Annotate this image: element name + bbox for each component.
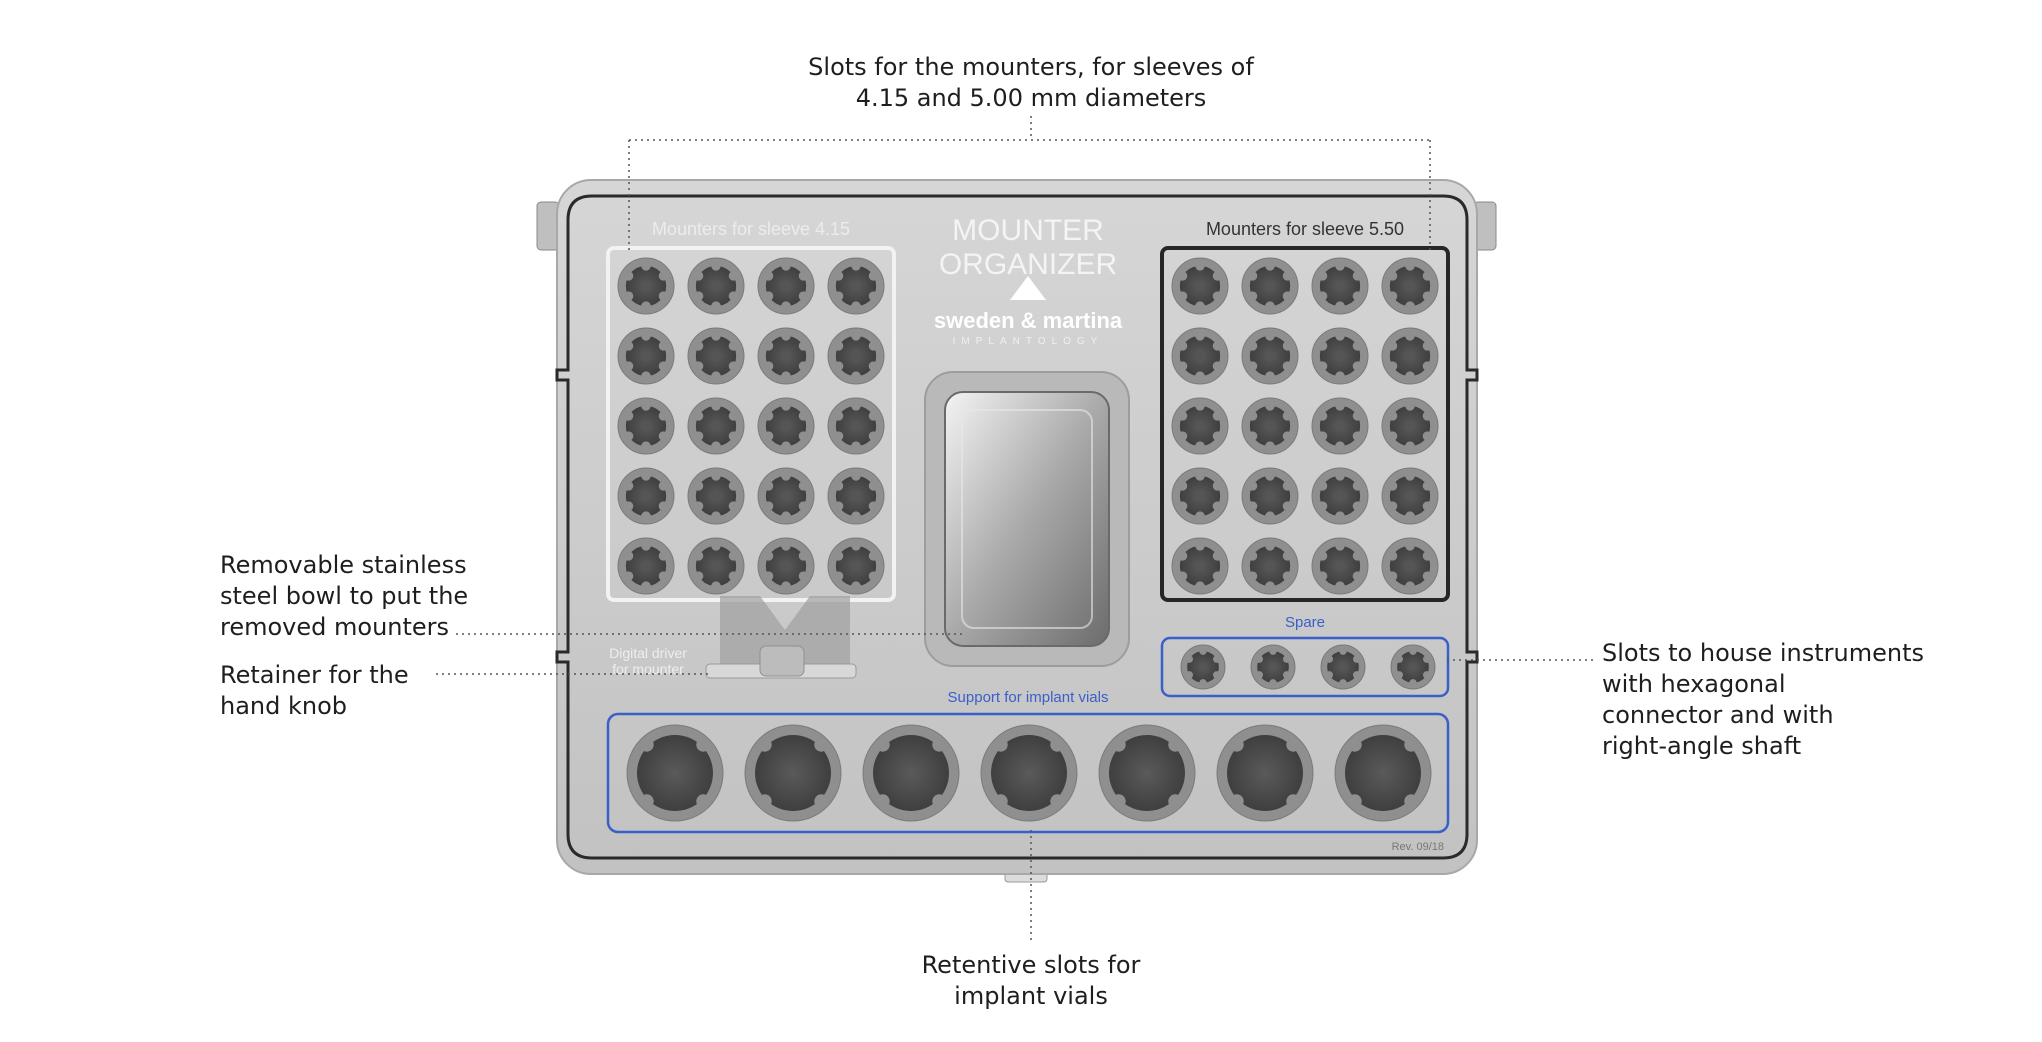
mounter-slot-5-50 [1171, 327, 1229, 385]
mounter-slot-5-50 [1241, 537, 1299, 595]
callout-bowl-line-1: Removable stainless [220, 551, 467, 579]
vials-label: Support for implant vials [948, 689, 1109, 706]
callout-mounter-slots-line-1: Slots for the mounters, for sleeves of [808, 53, 1254, 81]
spare-panel-frame [1160, 636, 1450, 698]
brand-name: sweden & martina [934, 308, 1123, 333]
vial-slot [1216, 724, 1314, 822]
right-mounter-panel-frame [1160, 246, 1450, 602]
mounter-slot-4-15 [617, 537, 675, 595]
callout-retainer-line-1: Retainer for the [220, 661, 409, 689]
mounter-slot-4-15 [827, 257, 885, 315]
callout-bowl-line-2: steel bowl to put the [220, 582, 469, 610]
mounter-slot-4-15 [757, 537, 815, 595]
vial-slots [626, 724, 1432, 822]
callout-retainer: Retainer for the hand knob [220, 660, 409, 722]
callout-hex-slots-line-3: connector and with [1602, 701, 1834, 729]
spare-slot [1250, 644, 1296, 690]
retainer-knob [759, 645, 805, 677]
vial-slot [1098, 724, 1196, 822]
callout-mounter-slots: Slots for the mounters, for sleeves of 4… [806, 52, 1256, 114]
brand-logo-icon [1010, 276, 1046, 300]
vial-slot [862, 724, 960, 822]
driver-label-2: for mounter [612, 661, 684, 677]
mounter-slot-4-15 [617, 327, 675, 385]
callout-hex-slots-line-1: Slots to house instruments [1602, 639, 1924, 667]
mounter-slot-4-15 [687, 397, 745, 455]
mounter-slot-4-15 [757, 467, 815, 525]
driver-shadow [720, 596, 850, 676]
mounter-slot-4-15 [757, 327, 815, 385]
mounter-slot-5-50 [1171, 257, 1229, 315]
title-line-2: ORGANIZER [939, 248, 1117, 281]
callout-hex-slots-line-2: with hexagonal [1602, 670, 1786, 698]
mounter-slot-4-15 [617, 397, 675, 455]
vial-slot [980, 724, 1078, 822]
spare-slot [1180, 644, 1226, 690]
mounter-slot-5-50 [1381, 397, 1439, 455]
tray-inner-outline [555, 194, 1479, 860]
callout-hex-slots-line-4: right-angle shaft [1602, 732, 1802, 760]
bowl-rim [961, 409, 1093, 629]
right-mounter-slots [1171, 257, 1439, 595]
mounter-slot-4-15 [617, 467, 675, 525]
mounter-slot-4-15 [687, 467, 745, 525]
mounter-slot-5-50 [1241, 327, 1299, 385]
callout-vial-slots-line-2: implant vials [954, 982, 1108, 1010]
callout-vial-slots: Retentive slots for implant vials [856, 950, 1206, 1012]
vial-slot [744, 724, 842, 822]
mounter-slot-5-50 [1381, 327, 1439, 385]
revision-label: Rev. 09/18 [1392, 841, 1444, 853]
mounter-slot-5-50 [1171, 397, 1229, 455]
spare-label: Spare [1285, 614, 1325, 631]
mounter-slot-5-50 [1171, 467, 1229, 525]
callout-mounter-slots-line-2: 4.15 and 5.00 mm diameters [855, 84, 1207, 112]
leader-lines [436, 116, 1596, 944]
mounter-slot-5-50 [1241, 257, 1299, 315]
mounter-slot-5-50 [1311, 537, 1369, 595]
mounter-slot-4-15 [757, 397, 815, 455]
vial-slot [1334, 724, 1432, 822]
mounter-slot-4-15 [687, 537, 745, 595]
spare-slots [1180, 644, 1436, 690]
mounter-slot-4-15 [617, 257, 675, 315]
left-mounter-slots [617, 257, 885, 595]
callout-retainer-line-2: hand knob [220, 692, 348, 720]
spare-slot [1390, 644, 1436, 690]
mounter-slot-5-50 [1311, 257, 1369, 315]
callout-bowl-line-3: removed mounters [220, 613, 450, 641]
mounter-slot-4-15 [827, 397, 885, 455]
mounter-slot-4-15 [757, 257, 815, 315]
mounter-slot-4-15 [827, 467, 885, 525]
mounter-slot-5-50 [1381, 257, 1439, 315]
mounter-slot-4-15 [827, 327, 885, 385]
left-pin [536, 201, 560, 251]
spare-slot [1320, 644, 1366, 690]
mounter-slot-5-50 [1311, 397, 1369, 455]
callout-vial-slots-line-1: Retentive slots for [921, 951, 1141, 979]
mounter-slot-5-50 [1241, 397, 1299, 455]
mounter-slot-4-15 [827, 537, 885, 595]
vial-panel-frame [606, 712, 1450, 834]
callout-hex-slots: Slots to house instruments with hexagona… [1602, 638, 1924, 762]
mounter-slot-5-50 [1311, 327, 1369, 385]
driver-label-1: Digital driver [609, 645, 687, 661]
right-panel-label: Mounters for sleeve 5.50 [1206, 219, 1404, 239]
title-line-1: MOUNTER [952, 214, 1104, 247]
mounter-slot-5-50 [1381, 467, 1439, 525]
vial-slot [626, 724, 724, 822]
mounter-slot-5-50 [1171, 537, 1229, 595]
mounter-slot-4-15 [687, 257, 745, 315]
mounter-slot-5-50 [1311, 467, 1369, 525]
brand-sub: IMPLANTOLOGY [953, 336, 1104, 347]
stainless-bowl [944, 391, 1110, 647]
mounter-slot-5-50 [1381, 537, 1439, 595]
callout-bowl: Removable stainless steel bowl to put th… [220, 550, 468, 643]
left-panel-label: Mounters for sleeve 4.15 [652, 219, 850, 239]
mounter-slot-4-15 [687, 327, 745, 385]
mounter-slot-5-50 [1241, 467, 1299, 525]
